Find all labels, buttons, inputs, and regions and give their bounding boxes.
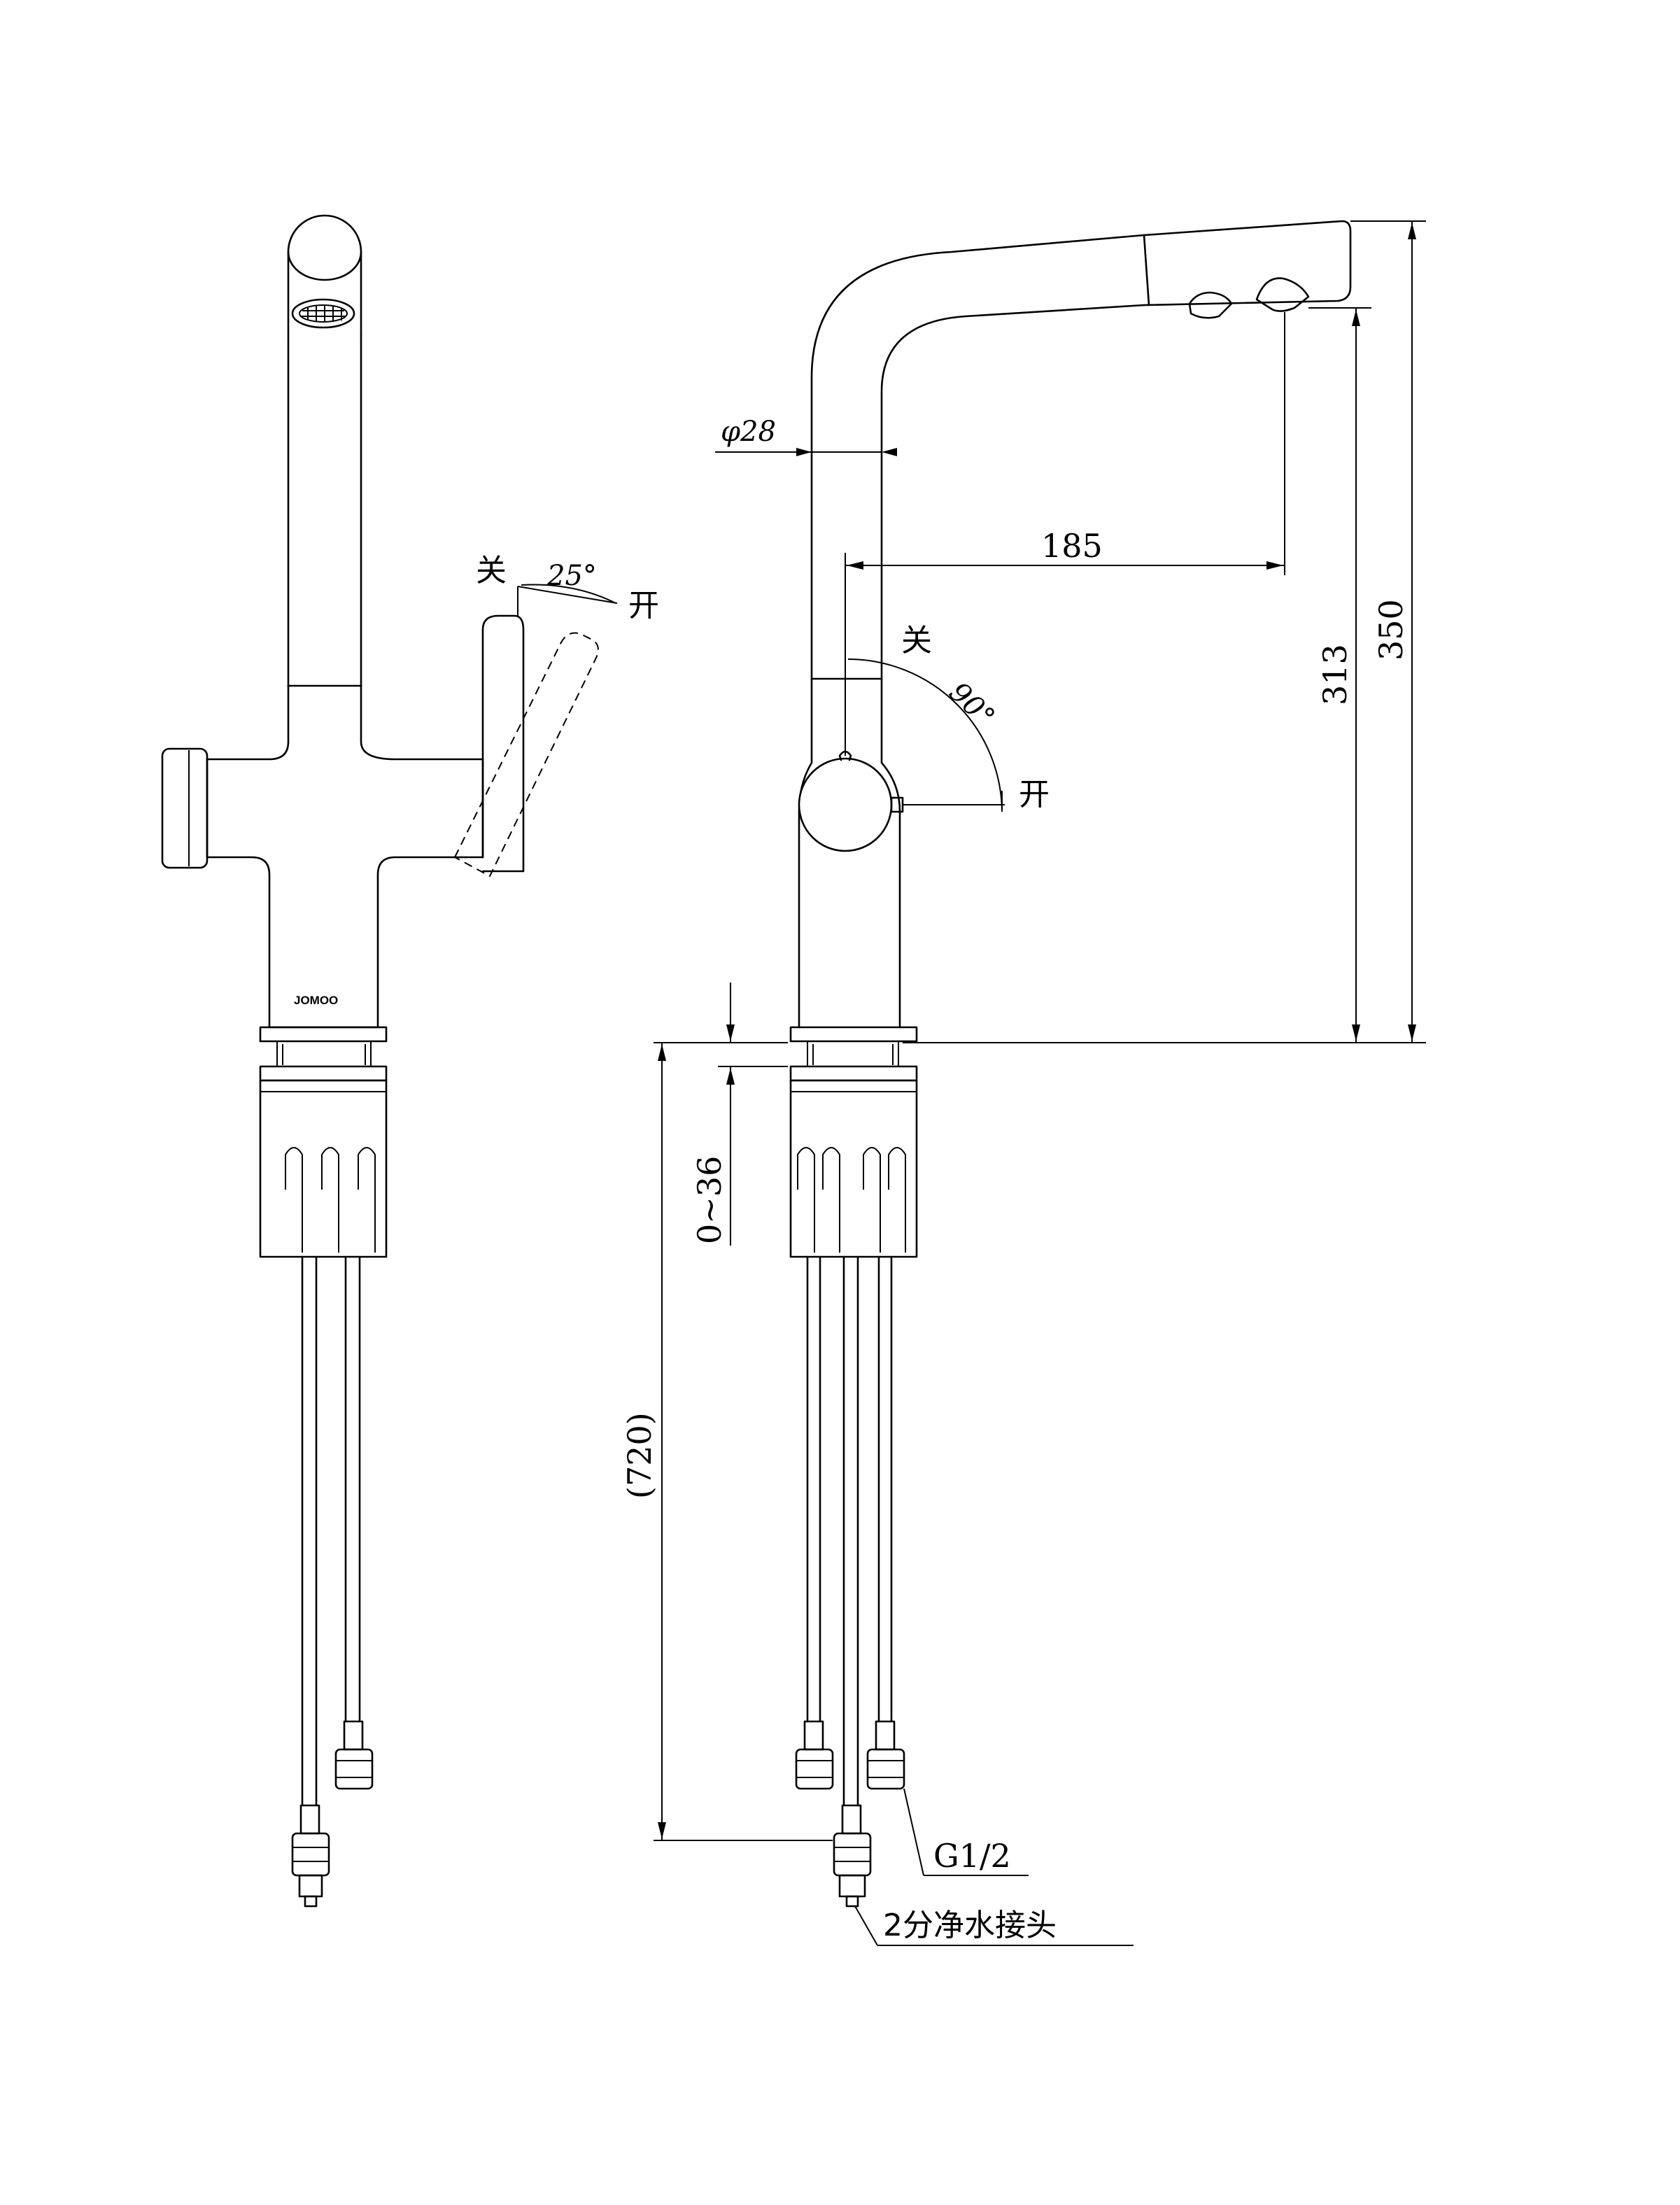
front-left-knob [161, 747, 209, 869]
side-base [789, 1026, 918, 1082]
side-angle-label: 90° [943, 676, 1001, 733]
front-fitting-quarter [291, 1804, 330, 1908]
side-spout [810, 220, 1352, 680]
dim-hose-length [654, 1042, 833, 1841]
fitting-leader [854, 1905, 1134, 1946]
front-lever-open [453, 632, 599, 878]
front-spout-head [287, 214, 362, 337]
reach-label: 185 [1041, 527, 1103, 565]
front-hoses [301, 1255, 361, 1807]
side-handle [798, 750, 904, 852]
thread-leader [903, 1788, 1029, 1876]
front-mounting-nut [259, 1079, 388, 1258]
outlet-height-label: 313 [1316, 644, 1354, 705]
side-fitting-right [866, 1720, 905, 1790]
dim-heights [903, 220, 1426, 1043]
front-body [206, 684, 484, 1029]
front-close-label: 关 [476, 553, 507, 589]
side-close-label: 关 [901, 623, 932, 658]
dim-diameter [715, 448, 897, 456]
front-fitting-g12 [334, 1720, 374, 1790]
fitting-label: 2分净水接头 [883, 1908, 1057, 1943]
front-view: 关 25° 开 JOMOO [161, 214, 659, 1908]
diameter-label: φ28 [721, 416, 776, 448]
front-angle-indicator [517, 584, 618, 616]
total-height-label: 350 [1372, 599, 1410, 661]
hose-length-label: (720) [621, 1412, 658, 1499]
side-fitting-left [795, 1720, 834, 1790]
clamp-range-label: 0~36 [691, 1156, 728, 1244]
side-open-label: 开 [1019, 777, 1050, 812]
front-spout-tube [287, 334, 362, 687]
dim-reach [845, 312, 1285, 575]
front-lever [481, 614, 525, 873]
front-base [259, 1026, 388, 1082]
side-mounting-nut [789, 1079, 918, 1258]
brand-logo: JOMOO [294, 994, 338, 1007]
side-body [798, 677, 901, 1029]
thread-label: G1/2 [933, 1837, 1011, 1875]
side-angle-indicator [845, 553, 1005, 812]
front-angle-label: 25° [546, 560, 597, 592]
side-view: 关 90° 开 φ28 185 313 [621, 220, 1426, 1946]
side-fitting-middle [833, 1804, 872, 1908]
side-hoses [806, 1255, 893, 1807]
front-open-label: 开 [628, 588, 659, 624]
